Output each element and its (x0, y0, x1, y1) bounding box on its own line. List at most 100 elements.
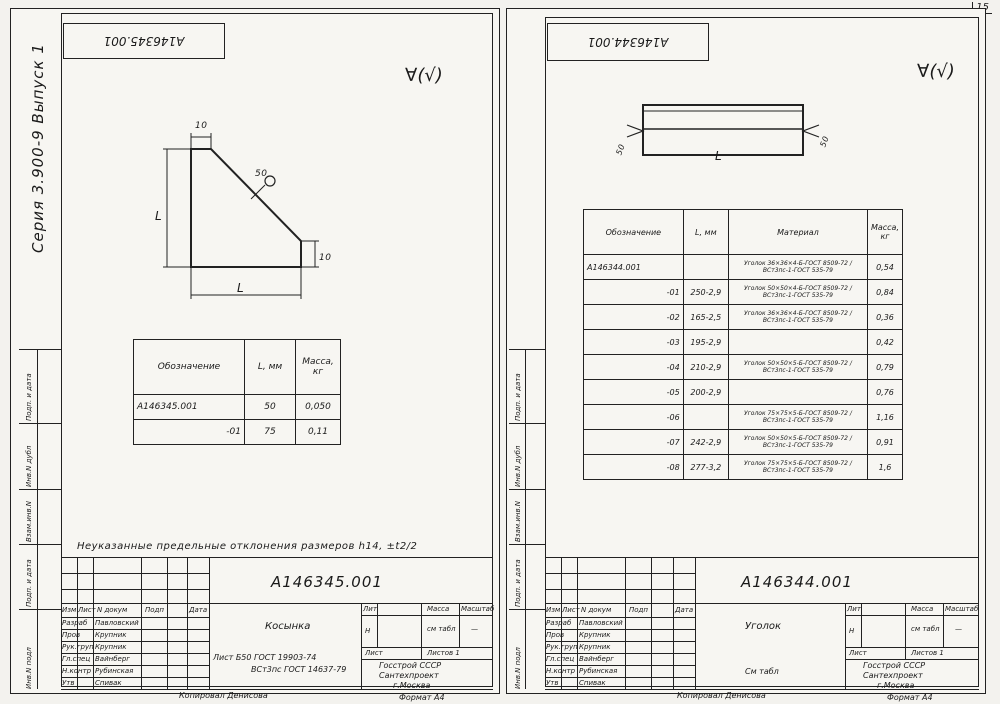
table-cell: 1,6 (866, 454, 904, 480)
table-cell (682, 254, 729, 280)
stamp-code: А146345.001 (63, 23, 225, 59)
role-label: Пров (546, 631, 565, 639)
table-row: -06 Уголок 75×75×5-Б-ГОСТ 8509-72 / ВСт3… (583, 404, 904, 430)
person-name: Павловский (579, 619, 623, 627)
org-name: Сантехпроект (379, 671, 439, 680)
table-cell: 250-2,9 (682, 279, 729, 305)
header-cell: Масса, кг (866, 209, 904, 255)
titleblock-material: Лист Б50 ГОСТ 19903-74 (213, 653, 317, 662)
table-cell: Уголок 36×36×4-Б-ГОСТ 8509-72 / ВСт3пс-1… (727, 304, 868, 330)
dim-height: L (155, 209, 163, 223)
strip-label: Подп. и дата (25, 373, 33, 421)
header-cell: Обозначение (583, 209, 684, 255)
role-label: Н.контр (546, 667, 576, 675)
role-label: Разраб (62, 619, 88, 627)
table-cell: -02 (583, 304, 684, 330)
header-cell: L, мм (682, 209, 729, 255)
table-cell: 210-2,9 (682, 354, 729, 380)
mass-value: см табл (427, 625, 456, 633)
format-label: Формат А4 (399, 693, 445, 702)
table-cell: 0,84 (866, 279, 904, 305)
table-cell: А146345.001 (133, 394, 245, 420)
table-cell: -06 (583, 404, 684, 430)
table-cell (682, 404, 729, 430)
scale-value: — (471, 625, 478, 633)
row-label: N докум (97, 606, 128, 614)
table-cell: -03 (583, 329, 684, 355)
person-name: Крупник (579, 631, 611, 639)
header-cell: L, мм (244, 339, 296, 395)
spec-table: Обозначение L, мм Масса, кг А146345.001 … (133, 339, 341, 445)
table-row: -03 195-2,9 0,42 (583, 329, 904, 355)
table-header-row: Обозначение L, мм Материал Масса, кг (583, 209, 904, 255)
table-cell: -04 (583, 354, 684, 380)
table-cell: 0,79 (866, 354, 904, 380)
table-row: А146345.001 50 0,050 (133, 394, 341, 420)
header-cell: Масса, кг (295, 339, 341, 395)
org-city: г.Москва (877, 681, 915, 690)
sheet-right: Инв.N подл Подп. и дата Взам.инв.N Инв.N… (506, 8, 986, 702)
table-cell: 165-2,5 (682, 304, 729, 330)
org-name: Госстрой СССР (379, 661, 442, 670)
table-cell: 0,42 (866, 329, 904, 355)
table-cell: Уголок 36×36×4-Б-ГОСТ 8509-72 / ВСт3пс-1… (727, 254, 868, 280)
strip-label: Подп. и дата (514, 373, 522, 421)
table-cell: 0,36 (866, 304, 904, 330)
lit-label: Лит (363, 605, 377, 613)
row-label: N докум (581, 606, 612, 614)
titleblock-code: А146344.001 (741, 573, 853, 591)
role-label: Н.контр (62, 667, 92, 675)
strip-label: Инв.N дубл (514, 445, 522, 487)
person-name: Вайнберг (95, 655, 130, 663)
lit-value: Н (365, 627, 371, 635)
row-label: Лист (78, 606, 96, 614)
table-header-row: Обозначение L, мм Масса, кг (133, 339, 341, 395)
title-block: А146345.001 Косынка Лист Б50 ГОСТ 19903-… (61, 557, 494, 697)
table-cell: -01 (583, 279, 684, 305)
strip-label: Инв.N дубл (25, 445, 33, 487)
dim-weld: 50 (255, 169, 268, 179)
lit-label: Лит (847, 605, 861, 613)
titleblock-name: Уголок (745, 621, 782, 632)
table-cell: -07 (583, 429, 684, 455)
dim-right: 10 (319, 253, 332, 263)
format-label: Формат А4 (887, 693, 933, 702)
table-cell: 50 (244, 394, 296, 420)
lit-value: Н (849, 627, 855, 635)
strip-label: Подп. и дата (514, 559, 522, 607)
titleblock-material: См табл (745, 667, 779, 676)
person-name: Крупник (95, 643, 127, 651)
table-cell: Уголок 50×50×5-Б-ГОСТ 8509-72 / ВСт3пс-1… (727, 429, 868, 455)
scale-label: Масштаб (945, 605, 979, 613)
sheets-label: Листов 1 (427, 649, 460, 657)
table-cell: 0,54 (866, 254, 904, 280)
table-cell: Уголок 75×75×5-Б-ГОСТ 8509-72 / ВСт3пс-1… (727, 404, 868, 430)
table-cell: 195-2,9 (682, 329, 729, 355)
mass-label: Масса (911, 605, 934, 613)
drawing-frame (61, 13, 493, 687)
drawing-frame (545, 17, 979, 687)
person-name: Крупник (95, 631, 127, 639)
table-cell (727, 379, 868, 405)
sheet-label: Лист (365, 649, 383, 657)
header-cell: Обозначение (133, 339, 245, 395)
row-label: Изм (546, 606, 561, 614)
person-name: Крупник (579, 643, 611, 651)
table-cell: 242-2,9 (682, 429, 729, 455)
table-cell: 0,91 (866, 429, 904, 455)
table-cell: 0,76 (866, 379, 904, 405)
table-row: -01 75 0,11 (133, 419, 341, 445)
series-label: Серия 3.900-9 Выпуск 1 (29, 43, 47, 253)
person-name: Рубинская (579, 667, 618, 675)
table-cell: 200-2,9 (682, 379, 729, 405)
strip-label: Инв.N подл (25, 647, 33, 689)
row-label: Дата (189, 606, 208, 614)
strip-label: Взам.инв.N (25, 500, 33, 542)
role-label: Гл.спец (546, 655, 575, 663)
table-cell: -05 (583, 379, 684, 405)
row-label: Подп (145, 606, 164, 614)
row-label: Дата (675, 606, 694, 614)
spec-table: Обозначение L, мм Материал Масса, кг А14… (583, 209, 904, 480)
table-row: А146344.001 Уголок 36×36×4-Б-ГОСТ 8509-7… (583, 254, 904, 280)
row-label: Подп (629, 606, 648, 614)
